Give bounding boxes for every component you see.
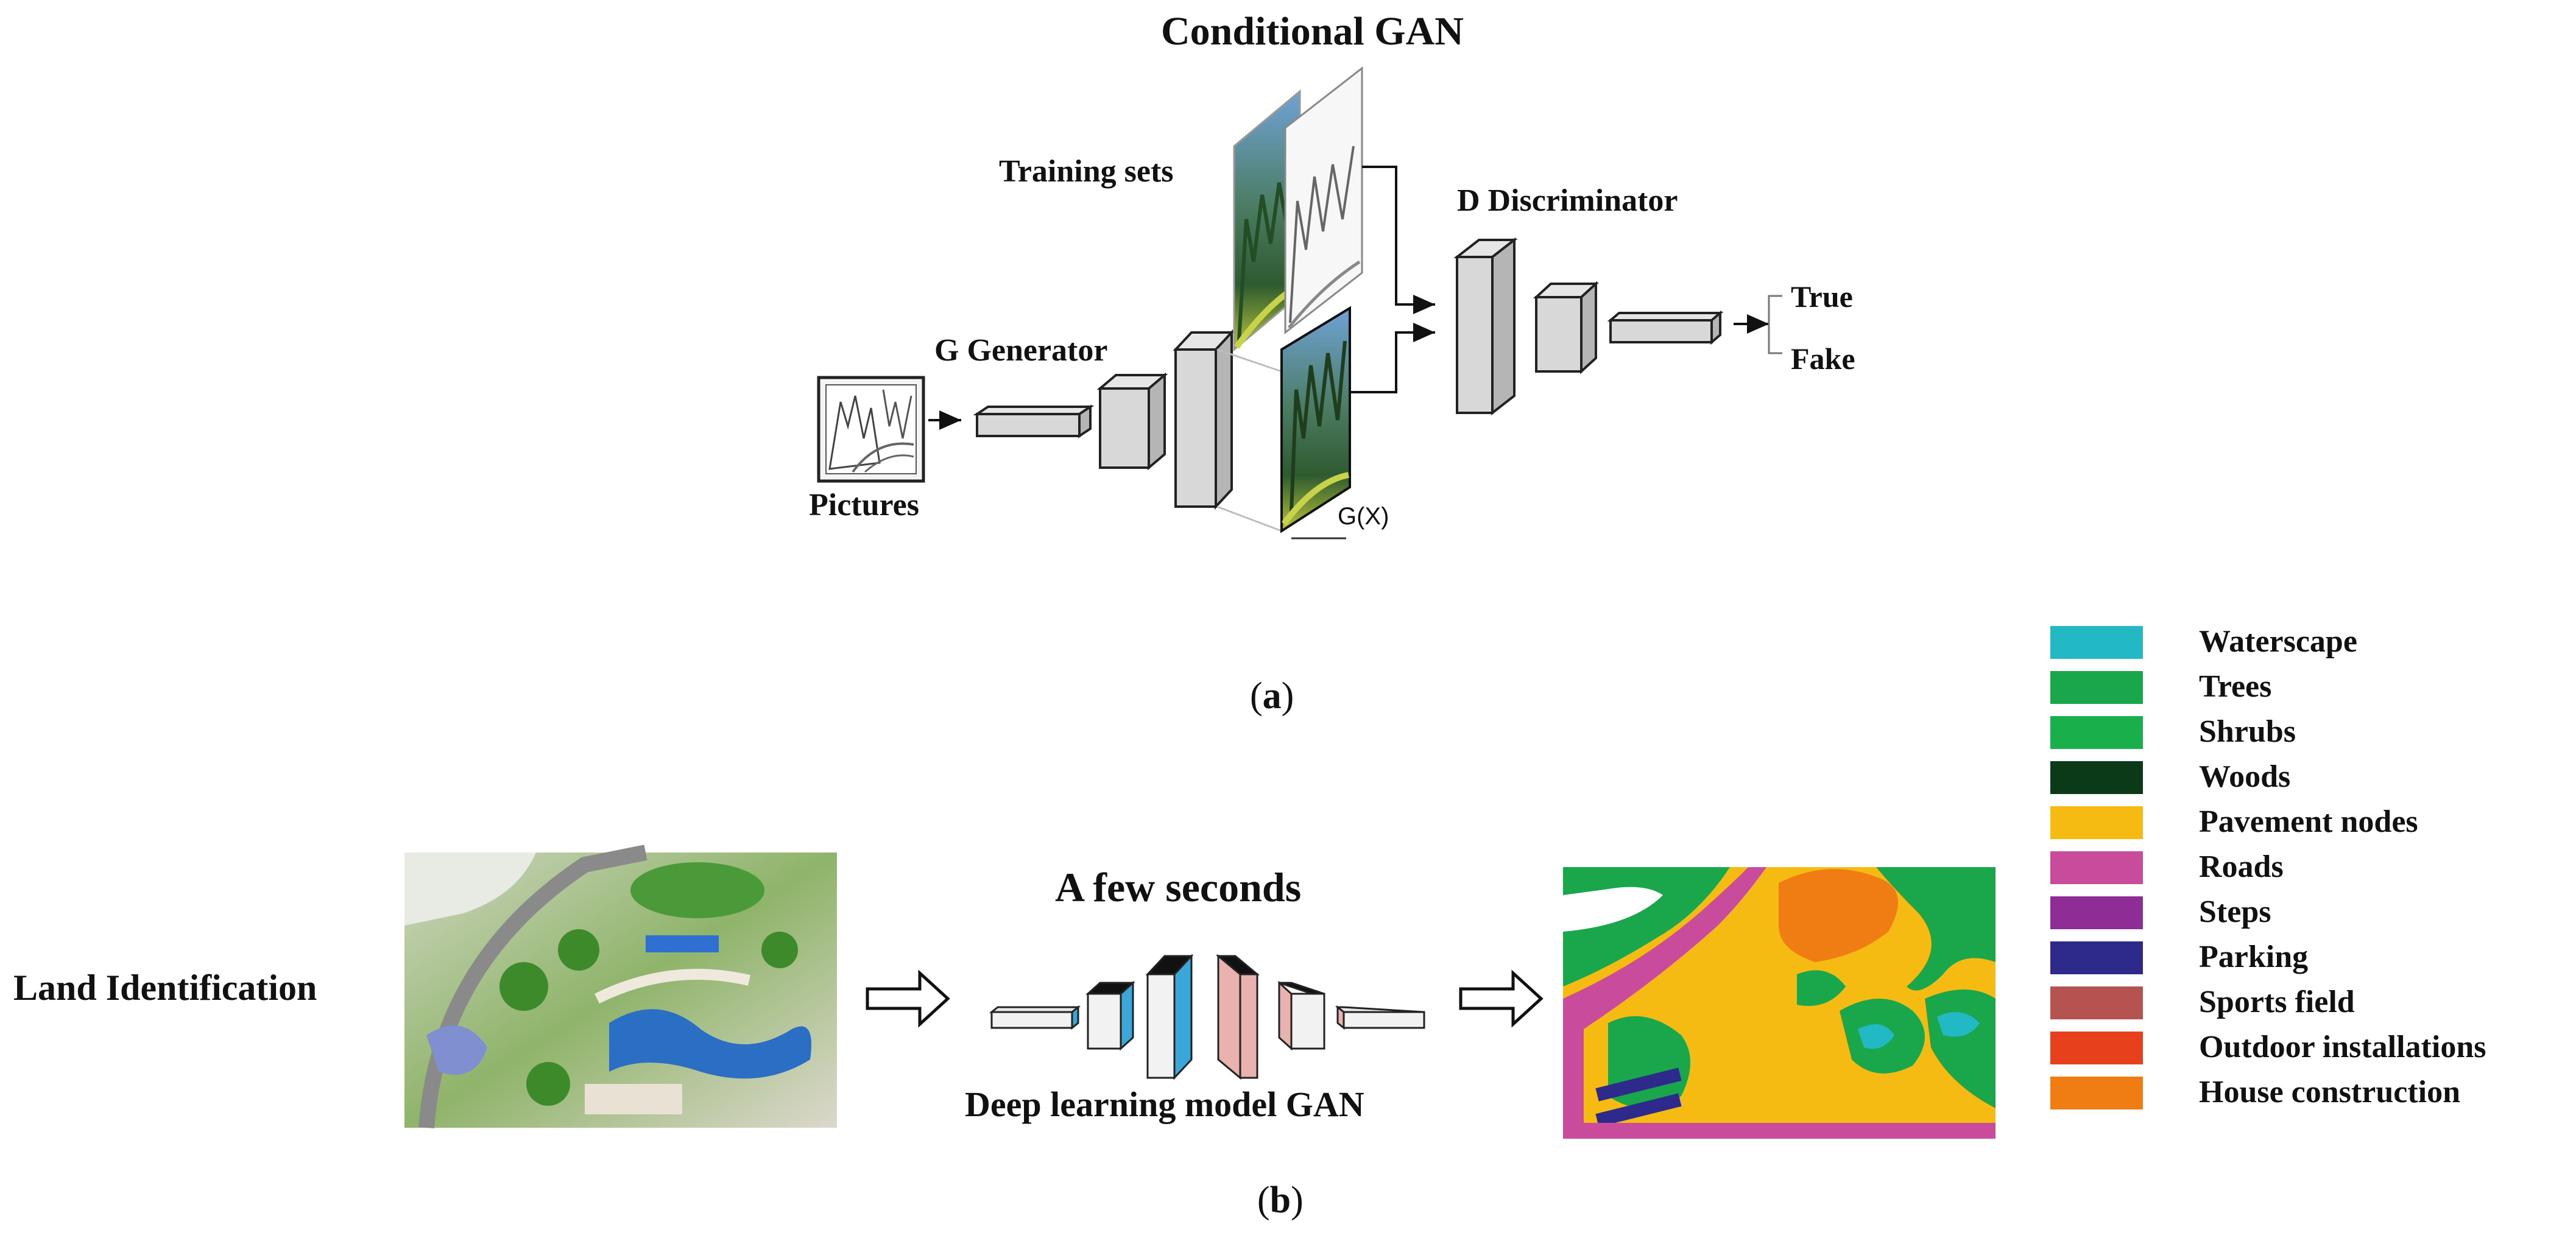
legend-swatch-5 xyxy=(2050,851,2143,884)
legend-swatch-1 xyxy=(2050,671,2143,704)
legend-swatch-2 xyxy=(2050,716,2143,749)
generator-block-1 xyxy=(973,404,1095,438)
model-block-2 xyxy=(1085,980,1135,1051)
legend-label-2: Shrubs xyxy=(2199,714,2296,749)
pictures-label: Pictures xyxy=(809,488,919,522)
legend-label-5: Roads xyxy=(2199,849,2284,884)
discriminator-block-1 xyxy=(1453,237,1518,416)
training-sets-label: Training sets xyxy=(999,154,1174,189)
model-block-5 xyxy=(1278,980,1325,1051)
projection-lines xyxy=(1216,348,1282,532)
panel-a-title: Conditional GAN xyxy=(1161,9,1464,54)
generator-label: G Generator xyxy=(934,333,1108,368)
legend-swatch-6 xyxy=(2050,896,2143,929)
few-seconds-label: A few seconds xyxy=(1055,864,1302,910)
legend-swatch-10 xyxy=(2050,1077,2143,1109)
generator-block-2 xyxy=(1096,372,1168,471)
discriminator-label: D Discriminator xyxy=(1457,183,1678,218)
caption-b: (b) xyxy=(1257,1179,1304,1221)
generated-image xyxy=(1280,306,1351,533)
generator-block-3 xyxy=(1173,329,1235,510)
legend-swatch-9 xyxy=(2050,1032,2143,1064)
gx-label: G(X) xyxy=(1338,503,1389,530)
panel-b xyxy=(404,845,1996,1139)
legend-swatch-8 xyxy=(2050,986,2143,1019)
model-block-1 xyxy=(989,1005,1081,1030)
training-sets-images xyxy=(1233,66,1363,352)
panel-a xyxy=(817,66,1782,540)
output-fake-label: Fake xyxy=(1791,342,1855,376)
pictures-sketch-image xyxy=(817,376,925,483)
segmented-land-map xyxy=(1563,867,1996,1139)
discriminator-block-2 xyxy=(1533,281,1600,374)
true-fake-bracket xyxy=(1768,295,1782,354)
model-block-4 xyxy=(1215,954,1260,1080)
output-true-label: True xyxy=(1791,279,1853,314)
legend-label-8: Sports field xyxy=(2199,985,2355,1019)
hollow-arrow-output xyxy=(1459,969,1544,1028)
legend-label-6: Steps xyxy=(2199,895,2271,929)
aerial-plan-image xyxy=(404,845,837,1128)
legend-label-1: Trees xyxy=(2199,669,2272,704)
legend-label-0: Waterscape xyxy=(2199,624,2357,659)
legend-label-7: Parking xyxy=(2199,940,2309,974)
connector-training-to-discriminator xyxy=(1362,166,1435,314)
legend-label-10: House construction xyxy=(2199,1075,2460,1109)
legend-swatch-3 xyxy=(2050,761,2143,794)
hollow-arrow-input xyxy=(866,969,950,1028)
legend-swatch-0 xyxy=(2050,626,2143,659)
model-block-6 xyxy=(1335,1005,1425,1030)
legend-label-4: Pavement nodes xyxy=(2199,804,2418,839)
legend-label-3: Woods xyxy=(2199,759,2291,794)
model-label: Deep learning model GAN xyxy=(965,1085,1364,1124)
legend xyxy=(2050,626,2143,1109)
legend-swatch-4 xyxy=(2050,806,2143,839)
model-block-3 xyxy=(1145,954,1194,1080)
connector-generated-to-discriminator xyxy=(1350,323,1435,393)
legend-label-9: Outdoor installations xyxy=(2199,1030,2486,1064)
caption-a: (a) xyxy=(1250,675,1294,717)
discriminator-block-3 xyxy=(1607,310,1724,345)
land-identification-label: Land Identification xyxy=(13,968,317,1008)
legend-swatch-7 xyxy=(2050,941,2143,974)
